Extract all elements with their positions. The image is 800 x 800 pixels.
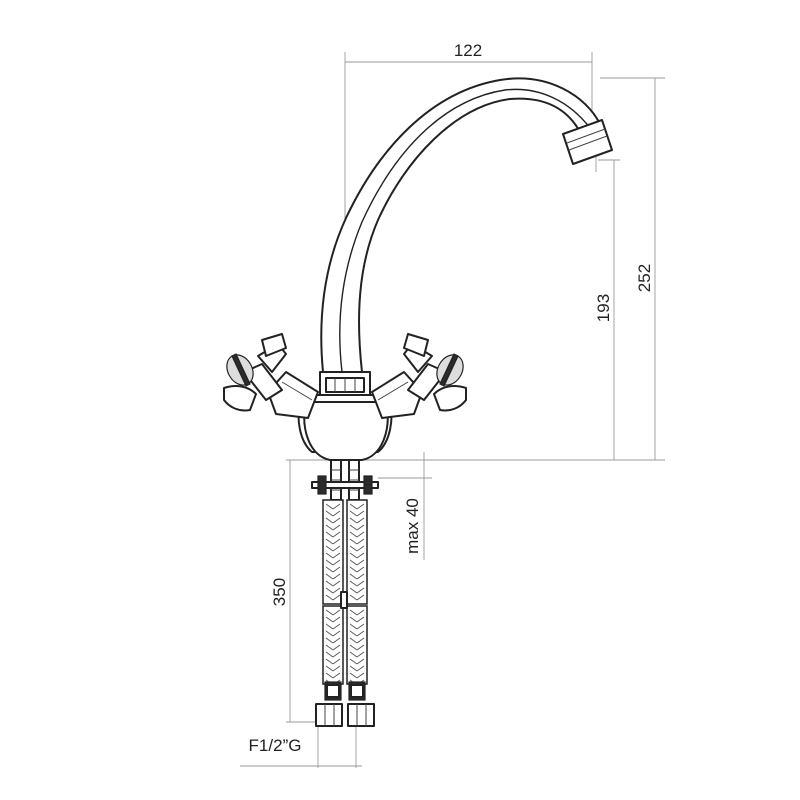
dim-connection: F1/2”G bbox=[249, 736, 302, 755]
right-cross-handle bbox=[371, 333, 467, 419]
supply-hose-right bbox=[346, 499, 368, 686]
faucet-body bbox=[297, 371, 393, 461]
aerator bbox=[562, 119, 613, 165]
left-cross-handle bbox=[223, 333, 319, 419]
supply-hose-left bbox=[322, 499, 344, 686]
hose-fittings bbox=[315, 681, 375, 727]
mounting-hardware bbox=[311, 459, 379, 501]
dim-hose-length: 350 bbox=[270, 578, 289, 606]
dim-max-mount: max 40 bbox=[403, 498, 422, 554]
dim-spout-reach: 122 bbox=[454, 41, 482, 60]
dim-total-height: 252 bbox=[635, 264, 654, 292]
dimension-lines bbox=[240, 52, 665, 768]
spout bbox=[320, 77, 601, 373]
hose-spacer bbox=[340, 591, 348, 609]
dim-spout-height: 193 bbox=[594, 294, 613, 322]
